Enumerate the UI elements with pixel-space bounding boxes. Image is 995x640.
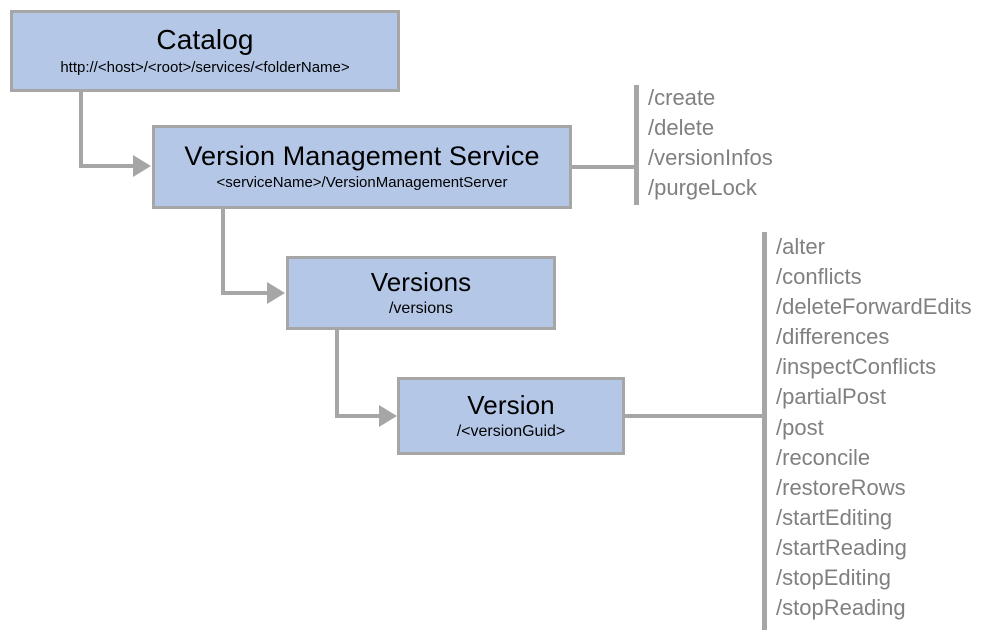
endpoint-item[interactable]: /delete	[648, 115, 715, 140]
node-version-subtitle: /<versionGuid>	[456, 422, 566, 440]
arrowhead-versions-to-version	[379, 405, 397, 427]
endpoint-item[interactable]: /inspectConflicts	[776, 354, 937, 380]
connector-catalog-to-vms-vertical	[79, 92, 83, 164]
connector-vms-to-versions-horizontal	[221, 291, 269, 295]
node-versions[interactable]: Versions /versions	[286, 256, 556, 330]
arrowhead-catalog-to-vms	[133, 155, 151, 177]
endpoint-list-version-operations: /alter/conflicts/deleteForwardEdits/diff…	[776, 232, 972, 623]
endpoint-item[interactable]: /partialPost	[776, 384, 887, 410]
endpoint-list-service-operations: /create/delete/versionInfos/purgeLock	[648, 83, 773, 203]
endpoint-group-service-bracket	[634, 85, 639, 205]
endpoint-item[interactable]: /versionInfos	[648, 145, 773, 170]
endpoint-item[interactable]: /purgeLock	[648, 175, 757, 200]
endpoint-item[interactable]: /reconcile	[776, 444, 871, 470]
connector-catalog-to-vms-horizontal	[79, 164, 135, 168]
endpoint-item[interactable]: /alter	[776, 234, 825, 259]
node-version-management-service-title: Version Management Service	[184, 140, 540, 171]
endpoint-item[interactable]: /startEditing	[776, 504, 893, 530]
endpoint-group-version-bracket	[762, 232, 767, 630]
node-version-management-service-subtitle: <serviceName>/VersionManagementServer	[216, 174, 508, 192]
connector-vms-to-service-endpoints	[572, 165, 636, 169]
node-versions-title: Versions	[370, 266, 472, 297]
endpoint-item[interactable]: /conflicts	[776, 264, 862, 290]
node-catalog[interactable]: Catalog http://<host>/<root>/services/<f…	[10, 10, 400, 92]
connector-versions-to-version-horizontal	[335, 414, 381, 418]
endpoint-item[interactable]: /create	[648, 85, 716, 110]
arrowhead-vms-to-versions	[267, 282, 285, 304]
endpoint-item[interactable]: /stopReading	[776, 595, 906, 621]
endpoint-item[interactable]: /post	[776, 414, 824, 440]
endpoint-item[interactable]: /startReading	[776, 534, 907, 560]
node-version-management-service[interactable]: Version Management Service <serviceName>…	[152, 125, 572, 209]
node-versions-subtitle: /versions	[388, 299, 454, 317]
node-catalog-subtitle: http://<host>/<root>/services/<folderNam…	[60, 58, 350, 76]
endpoint-item[interactable]: /differences	[776, 324, 890, 350]
node-version[interactable]: Version /<versionGuid>	[397, 377, 625, 455]
node-catalog-title: Catalog	[156, 24, 254, 56]
connector-version-to-version-endpoints	[625, 414, 765, 418]
endpoint-item[interactable]: /stopEditing	[776, 565, 891, 591]
endpoint-item[interactable]: /deleteForwardEdits	[776, 294, 972, 320]
connector-versions-to-version-vertical	[335, 330, 339, 418]
node-version-title: Version	[467, 389, 555, 420]
connector-vms-to-versions-vertical	[221, 209, 225, 293]
endpoint-item[interactable]: /restoreRows	[776, 474, 906, 500]
